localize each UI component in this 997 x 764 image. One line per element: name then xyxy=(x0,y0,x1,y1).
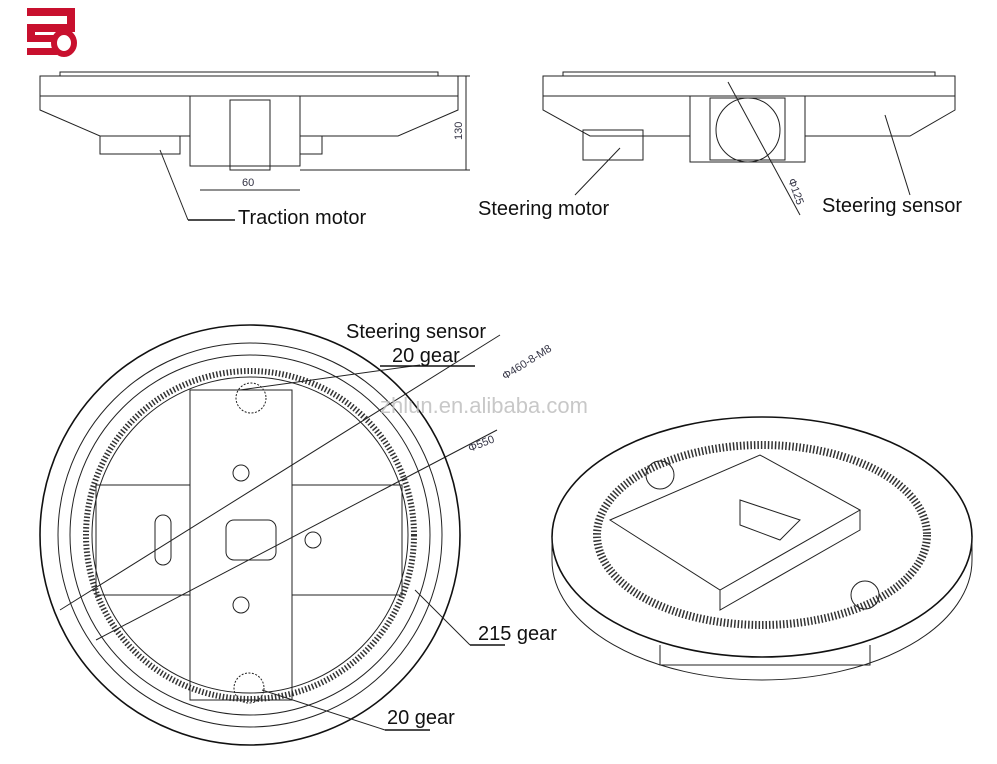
steering-side-view xyxy=(542,71,956,216)
plan-view xyxy=(39,324,505,746)
brand-logo xyxy=(27,8,77,57)
traction-side-view xyxy=(39,71,470,221)
dim-width: 60 xyxy=(242,177,254,189)
label-steering-motor: Steering motor xyxy=(478,198,610,220)
label-steering-sensor: Steering sensor xyxy=(346,321,486,343)
watermark: zhlun.en.alibaba.com xyxy=(380,393,588,418)
label-20-gear-top: 20 gear xyxy=(392,345,460,367)
dim-steering-diameter: Φ125 xyxy=(785,177,806,207)
dim-height: 130 xyxy=(453,122,465,140)
label-215-gear: 215 gear xyxy=(478,623,557,645)
label-steering-sensor-top: Steering sensor xyxy=(822,195,962,217)
dim-bolt-circle: Φ460-8-M8 xyxy=(500,343,554,383)
label-20-gear-bottom: 20 gear xyxy=(387,707,455,729)
label-traction-motor: Traction motor xyxy=(238,207,367,229)
isometric-view xyxy=(551,416,973,681)
dim-outer-diameter: Φ550 xyxy=(467,433,497,454)
